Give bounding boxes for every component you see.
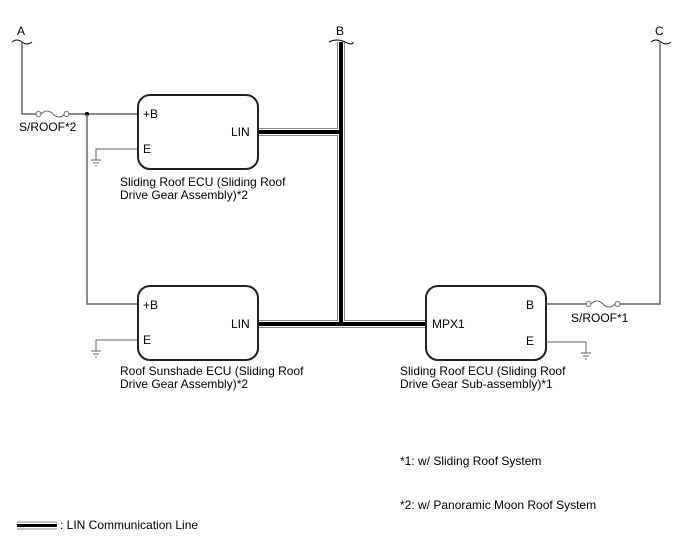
wire-ecu1-ground <box>95 148 138 160</box>
pin-ground: E <box>143 333 151 347</box>
pin-mpx: MPX1 <box>432 317 465 331</box>
ecu-sliding-roof-sub-assembly: B E MPX1 Sliding Roof ECU (Sliding Roof … <box>400 285 566 391</box>
ecu-roof-sunshade: +B E LIN Roof Sunshade ECU (Sliding Roof… <box>120 285 304 391</box>
legend-label: : LIN Communication Line <box>60 518 198 532</box>
wire-ecu3-ground <box>546 341 587 353</box>
pin-ground: E <box>143 142 151 156</box>
pin-lin: LIN <box>231 125 250 139</box>
ecu-box <box>137 94 259 170</box>
ground-icon <box>581 352 591 360</box>
wire-junction-to-ecu2 <box>86 114 138 305</box>
ground-icon <box>91 350 101 358</box>
fuse-right-label: S/ROOF*1 <box>571 311 629 325</box>
pin-power: B <box>526 298 534 312</box>
pin-lin: LIN <box>231 317 250 331</box>
ecu-box <box>425 285 547 361</box>
note-2: *2: w/ Panoramic Moon Roof System <box>400 498 596 512</box>
pin-power: +B <box>143 298 158 312</box>
ecu-caption: Sliding Roof ECU (Sliding Roof <box>400 364 566 378</box>
ecu-sliding-roof-assembly: +B E LIN Sliding Roof ECU (Sliding Roof … <box>120 94 286 202</box>
note-1: *1: w/ Sliding Roof System <box>400 454 541 468</box>
break-mark-icon <box>650 39 672 45</box>
ecu-caption: Roof Sunshade ECU (Sliding Roof <box>120 364 304 378</box>
fuse-right-icon <box>585 300 621 308</box>
pin-power: +B <box>143 107 158 121</box>
wire-fuse-to-c <box>620 42 661 305</box>
connector-c: C <box>650 24 672 45</box>
pin-ground: E <box>526 334 534 348</box>
ecu-caption: Drive Gear Assembly)*2 <box>120 188 248 202</box>
connector-a: A <box>11 24 33 45</box>
fuse-left-icon <box>35 110 70 118</box>
ecu-caption: Sliding Roof ECU (Sliding Roof <box>120 175 286 189</box>
ground-icon <box>91 159 101 167</box>
connector-b-label: B <box>336 24 344 38</box>
lin-bus <box>258 42 426 328</box>
ecu-caption: Drive Gear Sub-assembly)*1 <box>400 377 553 391</box>
wire-ecu2-ground <box>95 339 138 351</box>
connector-c-label: C <box>655 24 664 38</box>
wire-a-to-fuse <box>21 42 36 115</box>
lin-line-swatch-icon <box>17 521 57 530</box>
ecu-caption: Drive Gear Assembly)*2 <box>120 377 248 391</box>
ecu-box <box>137 285 259 361</box>
connector-b: B <box>328 24 354 45</box>
fuse-left-label: S/ROOF*2 <box>19 120 77 134</box>
connector-a-label: A <box>17 24 25 38</box>
legend: : LIN Communication Line <box>17 518 198 532</box>
